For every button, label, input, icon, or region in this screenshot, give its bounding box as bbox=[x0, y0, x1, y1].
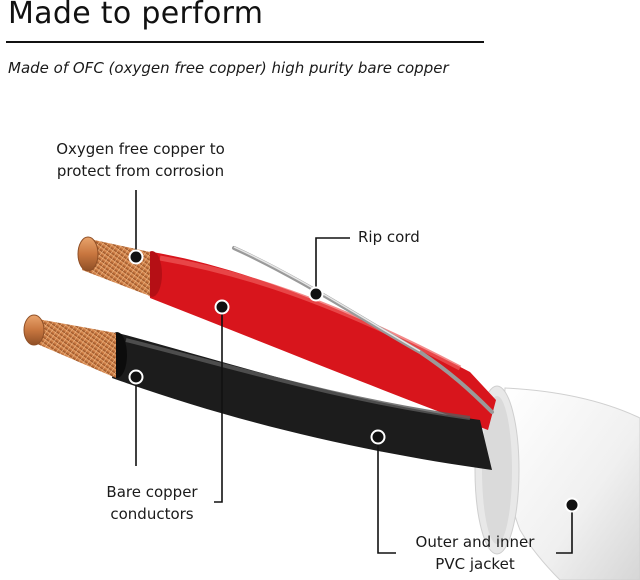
page-title: Made to perform bbox=[8, 0, 264, 31]
callout-jacket: Outer and inner PVC jacket bbox=[400, 531, 550, 575]
callout-bare-copper: Bare copper conductors bbox=[92, 481, 212, 525]
callout-rip-cord-line1: Rip cord bbox=[358, 228, 420, 246]
leader-rip bbox=[315, 237, 350, 294]
page-subtitle: Made of OFC (oxygen free copper) high pu… bbox=[8, 59, 449, 77]
dot-black bbox=[128, 369, 144, 385]
leader-lines bbox=[135, 190, 573, 554]
callout-dots bbox=[128, 249, 580, 513]
callout-ofc-line1: Oxygen free copper to bbox=[56, 140, 225, 158]
dot-rip bbox=[308, 286, 324, 302]
leader-jacket bbox=[377, 437, 396, 554]
leader-conductor-red bbox=[214, 307, 223, 503]
red-wire bbox=[77, 236, 496, 430]
leader-jacket-outer bbox=[556, 505, 573, 554]
pvc-jacket bbox=[474, 385, 640, 580]
dot-ofc bbox=[128, 249, 144, 265]
callout-ofc-line2: protect from corrosion bbox=[56, 162, 225, 180]
callout-bare-copper-line2: conductors bbox=[110, 505, 194, 523]
callout-bare-copper-line1: Bare copper bbox=[106, 483, 198, 501]
callout-ofc: Oxygen free copper to protect from corro… bbox=[38, 138, 243, 182]
black-wire bbox=[23, 314, 492, 470]
rip-cord bbox=[232, 246, 494, 414]
dot-outer bbox=[564, 497, 580, 513]
dot-red bbox=[214, 299, 230, 315]
callout-jacket-line2: PVC jacket bbox=[435, 555, 515, 573]
callout-rip-cord: Rip cord bbox=[358, 226, 438, 248]
title-divider bbox=[6, 41, 484, 43]
callout-jacket-line1: Outer and inner bbox=[415, 533, 535, 551]
dot-inner bbox=[370, 429, 386, 445]
